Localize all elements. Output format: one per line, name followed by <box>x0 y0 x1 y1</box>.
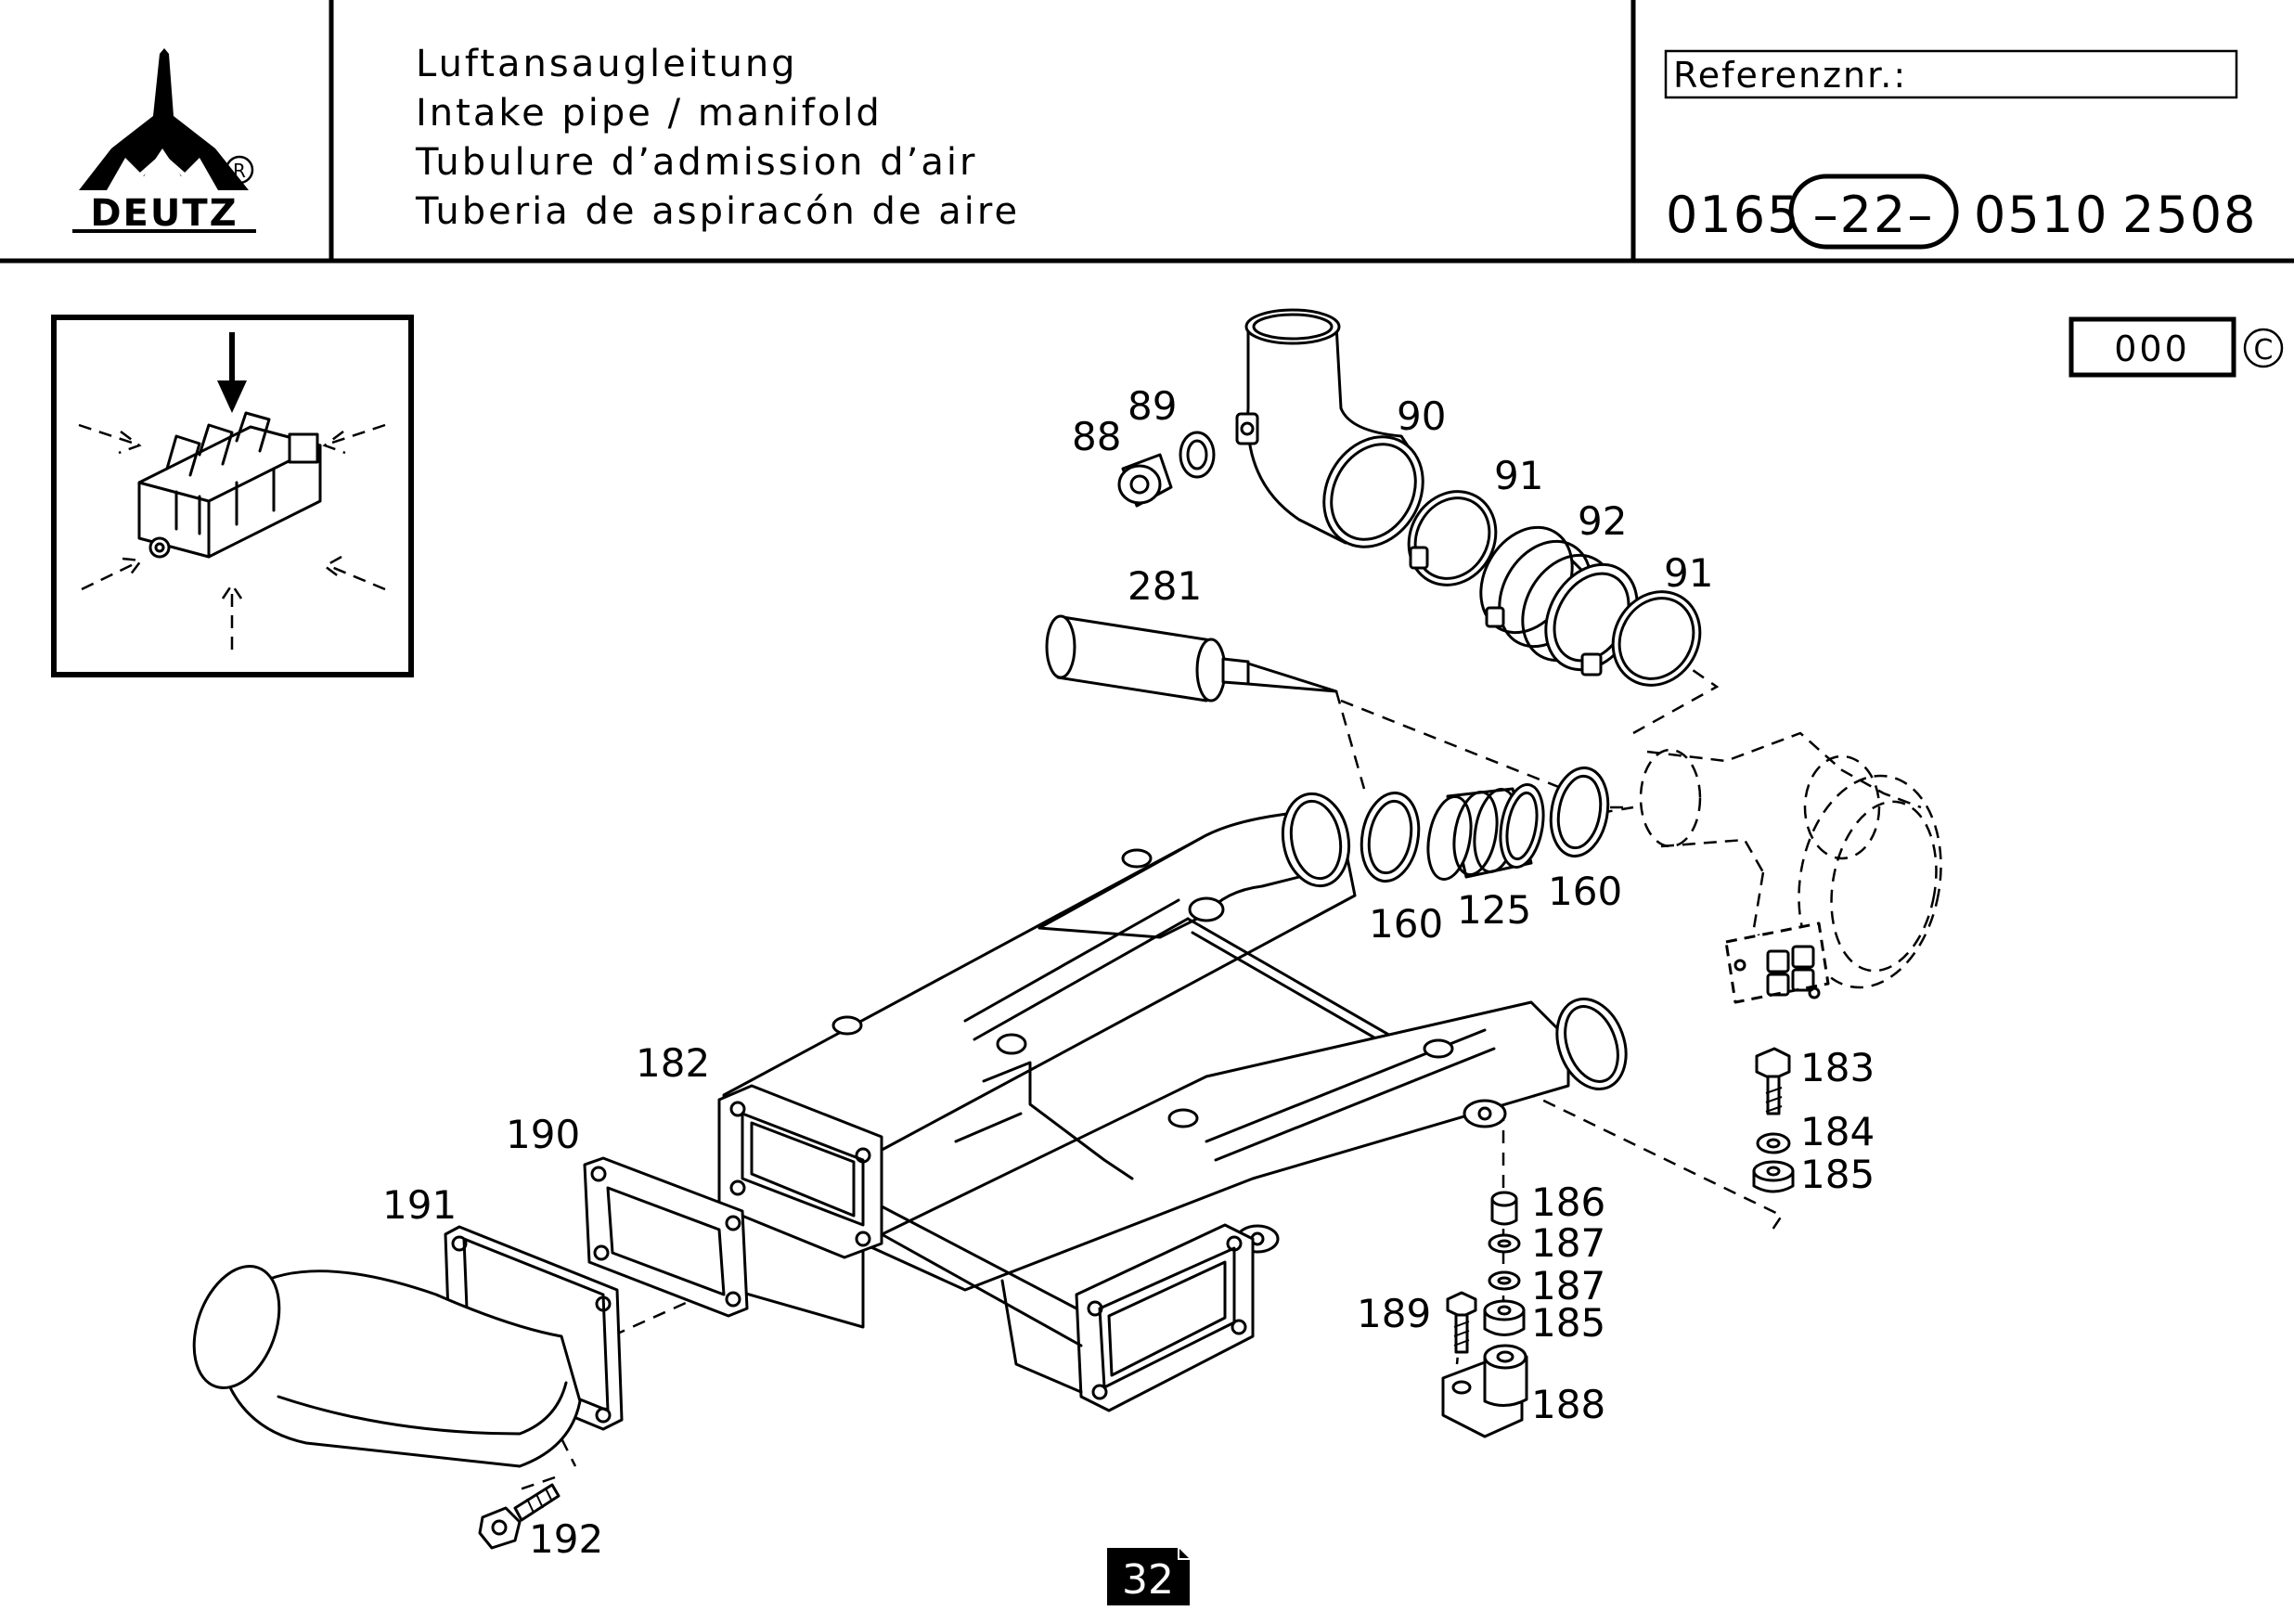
down-arrow-icon <box>217 332 247 413</box>
code-group-3: 0510 <box>1974 186 2108 244</box>
part-190-gasket <box>583 1156 749 1318</box>
title-en: Intake pipe / manifold <box>416 92 883 135</box>
view-direction-arrows <box>78 423 386 650</box>
deutz-logo: R DEUTZ <box>72 48 256 235</box>
part-189-bolt <box>1446 1291 1477 1354</box>
part-188-bracket <box>1441 1344 1528 1438</box>
title-es: Tuberia de aspiracón de aire <box>415 190 1020 233</box>
callout-160-right: 160 <box>1548 869 1622 914</box>
callout-192: 192 <box>529 1516 603 1562</box>
part-160-seal-ring-right <box>1549 766 1610 858</box>
callout-184: 184 <box>1800 1109 1875 1154</box>
manifold-left-flange <box>717 1084 883 1259</box>
part-187-washer-lower <box>1488 1270 1521 1291</box>
callout-185-upper: 185 <box>1800 1152 1875 1197</box>
copyright-mark: C <box>2254 334 2274 367</box>
version-number: 000 <box>2114 329 2190 369</box>
part-186-bushing <box>1490 1191 1518 1226</box>
callout-125: 125 <box>1457 887 1531 933</box>
callout-186: 186 <box>1531 1179 1605 1225</box>
code-highlight-oval <box>1788 174 1959 250</box>
page-number: 32 <box>1122 1556 1174 1604</box>
reference-field <box>1664 49 2238 99</box>
part-281-sealant-tube <box>1045 614 1338 702</box>
callout-185-lower: 185 <box>1531 1300 1605 1346</box>
title-lines: Luftansaugleitung Intake pipe / manifold… <box>415 43 1020 233</box>
part-89-seal-ring <box>1179 431 1216 479</box>
code-group-1: 0165 <box>1666 186 1800 244</box>
turbocharger-outline <box>1639 731 1942 1004</box>
part-182-intake-manifold <box>717 792 1628 1412</box>
part-160-seal-ring-left <box>1360 791 1421 883</box>
callout-187-upper: 187 <box>1531 1220 1605 1266</box>
manifold-right-flange <box>1075 1223 1255 1412</box>
part-91-hose-clamp-upper <box>1407 490 1498 586</box>
callout-90: 90 <box>1397 393 1446 439</box>
copyright-circle <box>2243 328 2284 368</box>
part-91-hose-clamp-lower <box>1580 590 1702 687</box>
title-fr: Tubulure d’admission d’air <box>415 141 977 184</box>
part-185-spacer-upper <box>1752 1160 1795 1193</box>
part-191-intake-elbow <box>192 1225 624 1468</box>
callout-91-lower: 91 <box>1664 550 1713 596</box>
part-183-bolt <box>1755 1047 1791 1115</box>
reference-label: Referenznr.: <box>1673 55 1907 96</box>
callout-92: 92 <box>1578 498 1627 544</box>
callout-191: 191 <box>382 1182 457 1228</box>
callout-188: 188 <box>1531 1382 1605 1427</box>
callout-189: 189 <box>1357 1291 1431 1336</box>
part-184-spring-washer <box>1756 1132 1791 1154</box>
part-125-connector-sleeve <box>1426 783 1545 881</box>
part-192-bolt <box>478 1483 561 1550</box>
callout-89: 89 <box>1128 383 1177 429</box>
callout-182: 182 <box>636 1040 710 1086</box>
callout-187-lower: 187 <box>1531 1263 1605 1308</box>
part-90-intake-elbow <box>1235 308 1424 548</box>
engine-block-icon <box>137 411 322 559</box>
part-185-spacer-lower <box>1483 1299 1526 1336</box>
registered-mark-circle <box>225 155 254 185</box>
part-88-plug <box>1117 453 1173 508</box>
version-box: 000 C <box>2068 316 2284 378</box>
registered-mark: R <box>233 160 246 182</box>
callout-labels: 88 89 90 91 92 91 281 160 125 160 182 19… <box>382 383 1875 1562</box>
callout-281: 281 <box>1128 563 1202 609</box>
title-block <box>0 0 2294 264</box>
brand-name: DEUTZ <box>90 192 238 235</box>
callout-88: 88 <box>1072 414 1121 459</box>
orientation-inset <box>51 315 414 677</box>
part-187-washer-upper <box>1488 1233 1521 1254</box>
callout-190: 190 <box>506 1112 580 1157</box>
code-group-2: –22– <box>1813 186 1935 244</box>
page-number-tag: 32 <box>1107 1548 1190 1605</box>
callout-91-upper: 91 <box>1494 453 1543 498</box>
callout-160-left: 160 <box>1369 901 1443 947</box>
mounting-lug <box>831 848 1507 1254</box>
code-group-4: 2508 <box>2122 186 2257 244</box>
title-de: Luftansaugleitung <box>416 43 798 85</box>
reference-block: Referenznr.: 0165 –22– 0510 2508 <box>1664 49 2257 250</box>
callout-183: 183 <box>1800 1045 1875 1090</box>
